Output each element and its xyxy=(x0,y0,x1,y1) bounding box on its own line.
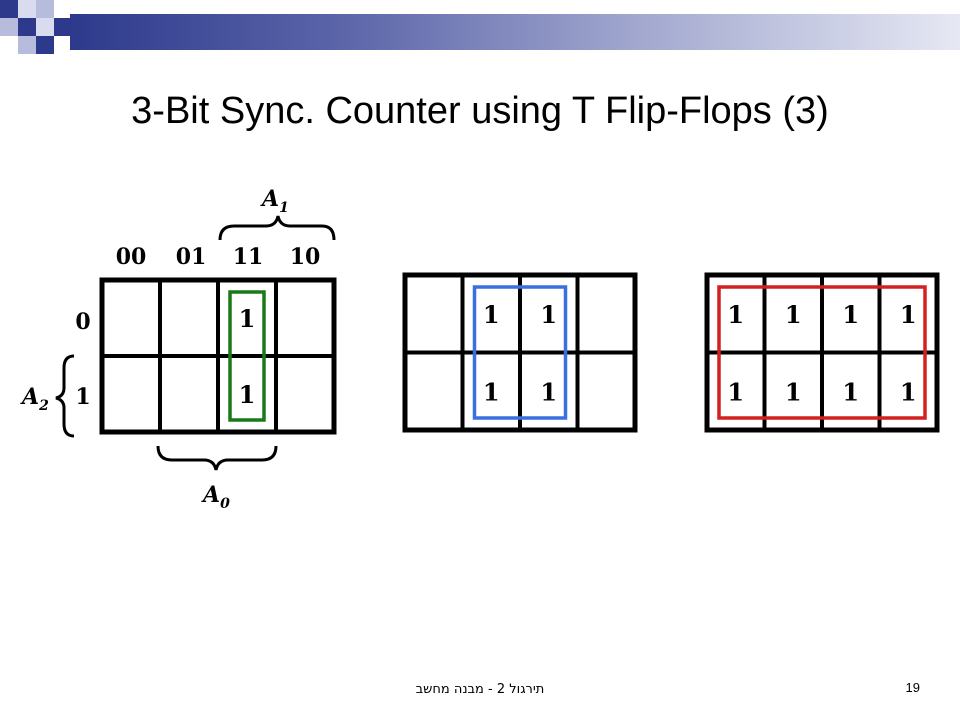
kmap-3: 1 1 1 1 1 1 1 1 xyxy=(704,272,940,433)
header-square-7 xyxy=(54,18,70,36)
header-bar xyxy=(70,14,960,50)
kmap-cell-one: 1 xyxy=(239,304,256,333)
kmap-cell-one: 1 xyxy=(842,377,859,406)
col-label-1: 01 xyxy=(176,244,207,270)
kmap-cell-one: 1 xyxy=(540,377,557,406)
header-square-2 xyxy=(18,18,36,36)
kmap-cell-one: 1 xyxy=(785,300,802,329)
kmap-cell-one: 1 xyxy=(483,300,500,329)
kmap-1: 11 xyxy=(99,277,337,435)
kmap-2-group-loop xyxy=(472,285,568,420)
header-square-8 xyxy=(18,36,36,54)
kmap-cell-one: 1 xyxy=(483,377,500,406)
header-square-1 xyxy=(0,0,18,18)
kmap-cell-one: 1 xyxy=(727,300,744,329)
kmap-cell-one: 1 xyxy=(842,300,859,329)
var-left-sub: 2 xyxy=(38,398,49,414)
brace-bottom xyxy=(156,445,278,471)
svg-text:A1: A1 xyxy=(260,186,289,216)
kmap-cell-one: 1 xyxy=(727,377,744,406)
kmap-2: 1 1 1 1 xyxy=(402,272,638,433)
kmap-cell-one: 1 xyxy=(239,380,256,409)
var-top-sub: 1 xyxy=(279,200,289,216)
kmap-cell-one: 1 xyxy=(540,300,557,329)
svg-text:A0: A0 xyxy=(201,482,230,512)
header-square-9 xyxy=(36,36,54,54)
footer-text: תירגול 2 - מבנה מחשב xyxy=(415,682,545,697)
page-number: 19 xyxy=(905,680,920,695)
kmap-1-labels: A1 00 01 11 10 0 1 A2 A0 xyxy=(20,186,336,512)
slide-title: 3-Bit Sync. Counter using T Flip-Flops (… xyxy=(131,90,829,132)
kmap-3-group-loop xyxy=(717,285,927,420)
var-bottom-sub: 0 xyxy=(220,496,230,512)
var-top-label: A xyxy=(260,186,279,212)
kmap-1-group-loop xyxy=(228,290,266,422)
col-label-0: 00 xyxy=(116,244,147,270)
col-label-2: 11 xyxy=(233,244,264,270)
kmap-cell-one: 1 xyxy=(900,377,917,406)
svg-text:A2: A2 xyxy=(20,384,49,414)
row-label-1: 1 xyxy=(75,384,90,410)
var-bottom-label: A xyxy=(201,482,220,508)
row-label-0: 0 xyxy=(75,309,90,335)
kmap-cell-one: 1 xyxy=(785,377,802,406)
header-square-6 xyxy=(36,18,54,36)
header-square-3 xyxy=(36,0,54,18)
var-left-label: A xyxy=(20,384,39,410)
header-square-5 xyxy=(0,18,18,36)
kmap-cell-one: 1 xyxy=(900,300,917,329)
brace-top xyxy=(218,215,336,241)
header-square-4 xyxy=(18,0,36,18)
col-label-3: 10 xyxy=(290,244,321,270)
brace-left xyxy=(55,354,75,438)
